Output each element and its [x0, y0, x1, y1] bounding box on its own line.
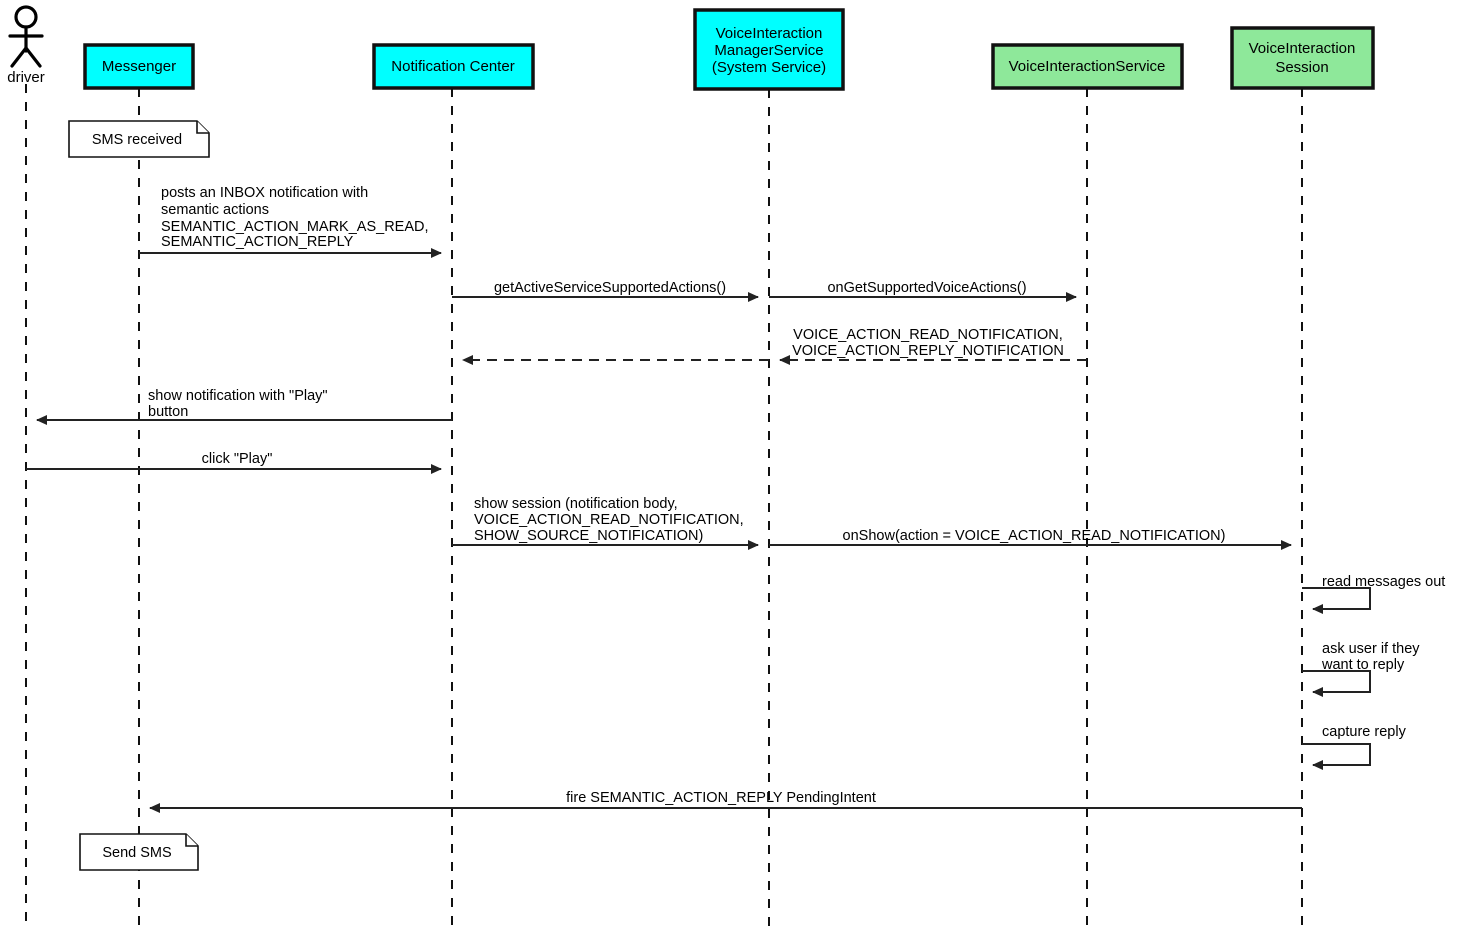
note-send-sms-label: Send SMS	[102, 845, 171, 861]
message-on-get-supported-voice-actions[interactable]: onGetSupportedVoiceActions()	[769, 280, 1077, 302]
note-send-sms-fold-icon	[185, 834, 198, 847]
note-sms-received-shape	[68, 120, 210, 158]
participant-label-vis: VoiceInteractionService	[1009, 58, 1166, 75]
participant-box-messenger[interactable]	[83, 43, 195, 90]
participant-label-vims-line3: (System Service)	[712, 59, 826, 76]
actor-leg-left-icon	[10, 46, 28, 68]
message-on-show[interactable]: onShow(action = VOICE_ACTION_READ_NOTIFI…	[769, 528, 1292, 550]
self-message-capture-reply-label: capture reply	[1322, 724, 1407, 740]
note-send-sms: Send SMS	[79, 833, 199, 871]
participant-box-vims[interactable]	[693, 8, 845, 91]
self-message-capture-reply[interactable]: capture reply	[1302, 724, 1407, 770]
message-click-play-label: click "Play"	[202, 451, 273, 467]
message-show-notification-with-play[interactable]: show notification with "Play" button	[36, 388, 452, 425]
actor-head-icon	[14, 5, 38, 29]
participant-box-session[interactable]	[1230, 26, 1375, 90]
actor-driver: driver	[7, 5, 45, 86]
message-post-inbox-notification[interactable]: posts an INBOX notification with semanti…	[139, 185, 442, 258]
actor-leg-right-icon	[24, 46, 42, 68]
message-show-notification-with-play-label-1: show notification with "Play"	[148, 388, 328, 404]
participant-voice-interaction-manager-service[interactable]: VoiceInteraction ManagerService (System …	[693, 8, 845, 91]
actor-label-driver: driver	[7, 69, 45, 86]
message-on-get-supported-voice-actions-label: onGetSupportedVoiceActions()	[827, 280, 1026, 296]
participant-box-vis[interactable]	[991, 43, 1184, 90]
message-click-play[interactable]: click "Play"	[26, 451, 442, 474]
self-message-ask-user-reply[interactable]: ask user if they want to reply	[1302, 641, 1420, 697]
note-sms-received: SMS received	[68, 120, 210, 158]
lifelines	[25, 84, 1303, 929]
message-post-inbox-notification-label-1: posts an INBOX notification with	[161, 185, 368, 201]
participant-voice-interaction-service[interactable]: VoiceInteractionService	[991, 43, 1184, 90]
message-show-session-label-3: SHOW_SOURCE_NOTIFICATION)	[474, 528, 703, 544]
self-message-read-messages-out-line[interactable]	[1302, 587, 1371, 614]
self-message-read-messages-out[interactable]: read messages out	[1302, 574, 1445, 614]
participant-label-session-line1: VoiceInteraction	[1249, 40, 1356, 57]
message-get-active-service-supported-actions[interactable]: getActiveServiceSupportedActions()	[452, 280, 759, 302]
participant-label-vims-line1: VoiceInteraction	[716, 25, 823, 42]
message-return-supported-actions-vis[interactable]: VOICE_ACTION_READ_NOTIFICATION, VOICE_AC…	[779, 327, 1087, 365]
message-return-supported-actions-vis-label-1: VOICE_ACTION_READ_NOTIFICATION,	[793, 327, 1063, 343]
note-sms-received-label: SMS received	[92, 132, 182, 148]
participant-messenger[interactable]: Messenger	[83, 43, 195, 90]
self-message-capture-reply-line[interactable]	[1302, 743, 1371, 770]
message-on-show-label: onShow(action = VOICE_ACTION_READ_NOTIFI…	[843, 528, 1226, 544]
participant-label-messenger: Messenger	[102, 58, 176, 75]
message-return-supported-actions-vis-label-2: VOICE_ACTION_REPLY_NOTIFICATION	[792, 343, 1064, 359]
note-sms-received-fold-icon	[196, 121, 209, 134]
message-fire-semantic-action-reply[interactable]: fire SEMANTIC_ACTION_REPLY PendingIntent	[149, 790, 1302, 813]
self-message-read-messages-out-label: read messages out	[1322, 574, 1445, 590]
participant-box-notification-center[interactable]	[372, 43, 535, 90]
message-post-inbox-notification-label-4: SEMANTIC_ACTION_REPLY	[161, 234, 354, 250]
self-message-ask-user-reply-label-2: want to reply	[1321, 657, 1405, 673]
note-send-sms-shape	[79, 833, 199, 871]
message-show-notification-with-play-label-2: button	[148, 404, 188, 420]
message-post-inbox-notification-label-3: SEMANTIC_ACTION_MARK_AS_READ,	[161, 219, 429, 235]
message-fire-semantic-action-reply-label: fire SEMANTIC_ACTION_REPLY PendingIntent	[566, 790, 876, 806]
message-show-session[interactable]: show session (notification body, VOICE_A…	[452, 496, 759, 550]
self-message-ask-user-reply-label-1: ask user if they	[1322, 641, 1420, 657]
self-message-ask-user-reply-line[interactable]	[1302, 670, 1371, 697]
message-post-inbox-notification-label-2: semantic actions	[161, 202, 269, 218]
participant-label-vims-line2: ManagerService	[714, 42, 823, 59]
message-show-session-label-1: show session (notification body,	[474, 496, 678, 512]
participant-notification-center[interactable]: Notification Center	[372, 43, 535, 90]
message-show-session-label-2: VOICE_ACTION_READ_NOTIFICATION,	[474, 512, 744, 528]
participant-label-session-line2: Session	[1275, 59, 1328, 76]
message-get-active-service-supported-actions-label: getActiveServiceSupportedActions()	[494, 280, 726, 296]
participant-label-notification-center: Notification Center	[391, 58, 514, 75]
participant-voice-interaction-session[interactable]: VoiceInteraction Session	[1230, 26, 1375, 90]
